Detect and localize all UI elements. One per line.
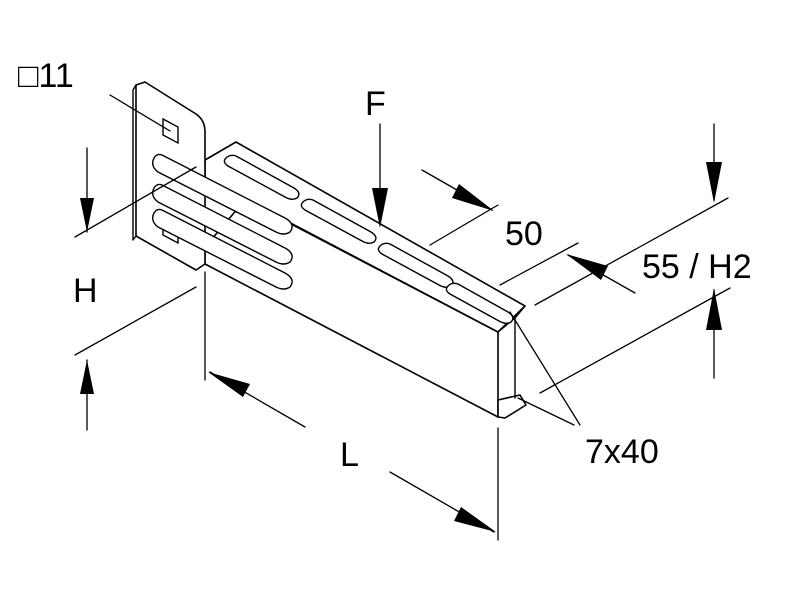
h2-extension-top [534, 197, 729, 306]
force-label: F [365, 85, 386, 123]
h-arrow-head-up [80, 360, 94, 394]
square-hole-leader [109, 94, 171, 132]
height-label: H [73, 272, 98, 310]
plate-slot-middle [151, 183, 293, 265]
flange-slot-4 [445, 282, 514, 324]
bracket-part [132, 81, 527, 419]
h2-arrow-head-down [706, 162, 722, 203]
spacing-extension [429, 204, 499, 246]
slot-leader-top [509, 311, 581, 426]
slot-size-label: 7x40 [585, 433, 659, 471]
h2-arrow-head-up [706, 288, 722, 330]
flange-slot-2 [300, 198, 377, 244]
spacing-arrow-head-2 [566, 254, 608, 280]
l-arrow-head-right [454, 507, 496, 532]
spacing-arrow-head [452, 184, 494, 211]
bracket-bottom-lip [497, 394, 527, 419]
slot-leader-bottom [517, 397, 575, 426]
length-label: L [340, 436, 359, 474]
plate-slot-upper [151, 153, 293, 235]
bracket-front-edge [497, 305, 526, 333]
slot-spacing-label: 50 [505, 215, 543, 253]
flange-slot-3 [377, 242, 454, 288]
spacing-extension-2 [499, 242, 579, 286]
force-arrow-head [372, 188, 388, 228]
flange-slot-1 [223, 154, 300, 200]
dimension-lines [74, 94, 731, 541]
l-arrow-head-left [208, 372, 250, 397]
h2-extension-bottom [539, 287, 731, 394]
plate-slot-lower [151, 208, 293, 290]
h-arrow-head-down [80, 198, 94, 232]
h-extension-bottom [74, 286, 197, 356]
height-2-label: 55 / H2 [642, 248, 752, 286]
square-hole-label: □11 [18, 57, 74, 95]
h-extension-top [74, 166, 197, 238]
bracket-plate-edge [132, 84, 137, 241]
